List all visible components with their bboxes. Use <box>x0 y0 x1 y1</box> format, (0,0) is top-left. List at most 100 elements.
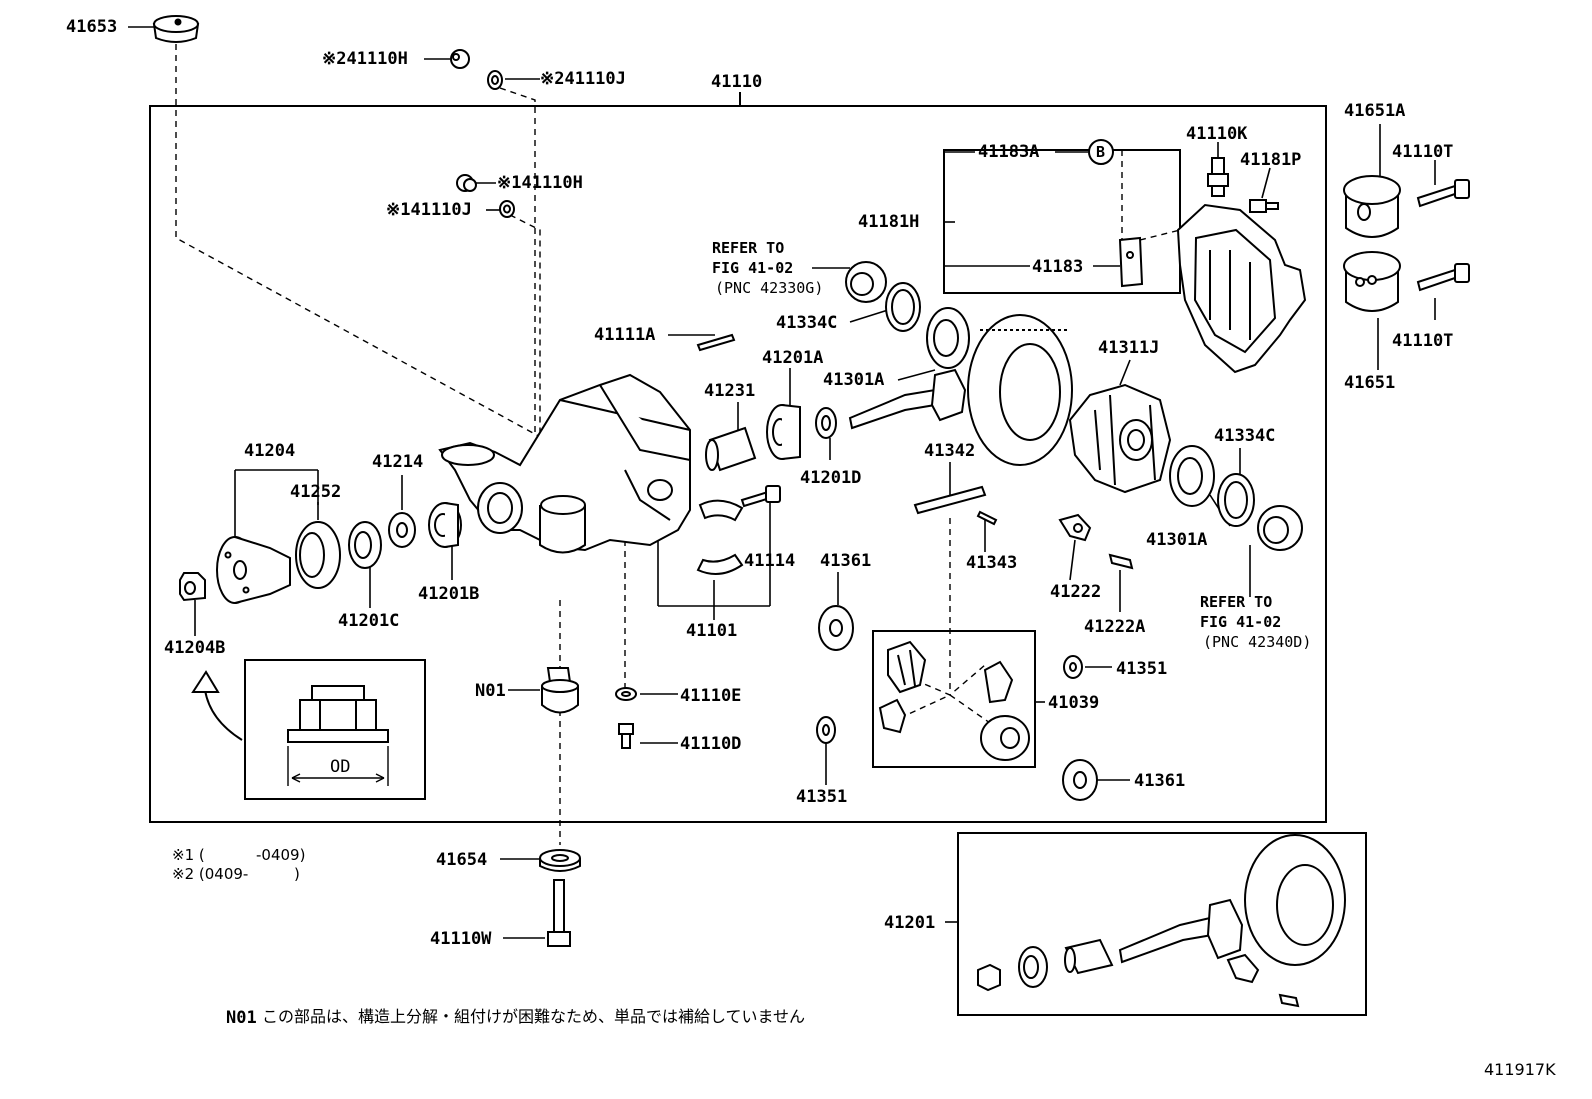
label-41114: 41114 <box>744 551 796 571</box>
differential-case-41311j-icon <box>1068 383 1172 494</box>
bolt-41110w-icon <box>547 879 571 947</box>
differential-carrier-icon <box>438 373 691 554</box>
bearing-41201a-icon <box>766 404 801 460</box>
sensor-41222-icon <box>1058 513 1092 542</box>
label-41181p: 41181P <box>1240 150 1302 170</box>
label-41110t-lower: 41110T <box>1392 331 1454 351</box>
legend-line-2-mark: ※2 (0409- <box>172 865 249 883</box>
gasket-141110j-icon <box>499 200 515 218</box>
label-41214: 41214 <box>372 452 424 472</box>
note-text: この部品は、構造上分解・組付けが困難なため、単品では補給していません <box>262 1007 806 1026</box>
cover-41651a-icon <box>1343 175 1401 238</box>
nut-detail-frame <box>244 659 426 800</box>
legend-line-1-mark: ※1 ( <box>172 846 205 864</box>
label-41334c-upper: 41334C <box>776 313 838 333</box>
label-41301a-lower: 41301A <box>1146 530 1208 550</box>
label-41361-upper: 41361 <box>820 551 872 571</box>
label-41181h: 41181H <box>858 212 920 232</box>
label-41654: 41654 <box>436 850 488 870</box>
callout-b-circle <box>1088 139 1114 165</box>
pin-41343-icon <box>976 510 998 526</box>
label-41342: 41342 <box>924 441 976 461</box>
washer-41361-right-icon <box>1062 759 1098 801</box>
pinion-shaft-41342-icon <box>913 485 987 515</box>
drive-pinion-icon <box>848 368 967 430</box>
part-41653-cap-icon <box>152 15 200 43</box>
label-41201c: 41201C <box>338 611 400 631</box>
plug-41110d-icon <box>618 723 634 749</box>
label-241110j: ※241110J <box>540 69 626 89</box>
label-41201b: 41201B <box>418 584 480 604</box>
label-41183: 41183 <box>1032 257 1084 277</box>
label-41361-lower: 41361 <box>1134 771 1186 791</box>
gasket-241110j-icon <box>487 70 503 90</box>
label-41653: 41653 <box>66 17 118 37</box>
washer-41351-left-icon <box>816 716 836 744</box>
label-241110h: ※241110H <box>322 49 408 69</box>
nut-detail-drawing-icon <box>287 685 389 743</box>
label-41039: 41039 <box>1048 693 1100 713</box>
pinion-set-41201-drawing-icon <box>977 834 1346 1008</box>
spacer-41214-icon <box>388 512 416 548</box>
pin-41111a-icon <box>696 333 736 352</box>
bearing-41301a-lower-icon <box>1169 445 1215 507</box>
legend-line-1-value: -0409) <box>256 846 306 864</box>
pinion-gear-right-icon <box>983 660 1014 704</box>
bolt-41114-icon <box>740 485 781 508</box>
label-41222a: 41222A <box>1084 617 1146 637</box>
note-code: N01 <box>226 1008 257 1028</box>
label-41301a-upper: 41301A <box>823 370 885 390</box>
bracket-41183-icon <box>1118 236 1144 288</box>
label-41201d: 41201D <box>800 468 862 488</box>
label-41351-left: 41351 <box>796 787 848 807</box>
label-41311j: 41311J <box>1098 338 1160 358</box>
washer-41201d-icon <box>815 407 837 439</box>
label-41110e: 41110E <box>680 686 742 706</box>
rear-cover-housing-icon <box>1176 203 1307 374</box>
cover-41651-icon <box>1343 251 1401 312</box>
label-41201a: 41201A <box>762 348 824 368</box>
label-n01: N01 <box>475 681 506 701</box>
label-41101: 41101 <box>686 621 738 641</box>
label-141110j: ※141110J <box>386 200 472 220</box>
callout-b-letter: B <box>1096 143 1106 161</box>
label-41110d: 41110D <box>680 734 742 754</box>
seal-41334c-upper-icon <box>885 282 921 332</box>
label-41231: 41231 <box>704 381 756 401</box>
label-41252: 41252 <box>290 482 342 502</box>
breather-41110k-icon <box>1207 157 1229 197</box>
bolt-41181p-icon <box>1249 199 1279 213</box>
nut-41204b-icon <box>179 572 206 602</box>
label-41351-right: 41351 <box>1116 659 1168 679</box>
label-41651: 41651 <box>1344 373 1396 393</box>
bearing-41301a-upper-icon <box>926 307 970 369</box>
cushion-41654-icon <box>539 849 581 872</box>
label-41651a: 41651A <box>1344 101 1406 121</box>
bearing-cap-41101-icon <box>696 499 744 575</box>
figure-code: 411917K <box>1484 1060 1556 1079</box>
bolt-41222a-icon <box>1108 553 1134 570</box>
gear-set-frame <box>872 630 1036 768</box>
label-141110h: ※141110H <box>497 173 583 193</box>
flange-41204-icon <box>216 536 291 604</box>
side-gear-upper-icon <box>887 640 927 694</box>
label-41343: 41343 <box>966 553 1018 573</box>
mount-n01-icon <box>541 667 579 714</box>
side-gear-lower-icon <box>980 715 1030 761</box>
detail-pointer-arrow <box>204 689 243 741</box>
label-41110k: 41110K <box>1186 124 1248 144</box>
label-od: OD <box>330 757 351 777</box>
label-41110w: 41110W <box>430 929 492 949</box>
plug-241110h-icon <box>450 49 470 69</box>
plug-141110h-icon <box>456 174 477 192</box>
seal-41252-icon <box>295 521 341 589</box>
label-41334c-lower: 41334C <box>1214 426 1276 446</box>
bearing-41201c-icon <box>348 521 382 569</box>
label-41222: 41222 <box>1050 582 1102 602</box>
bearing-refer-42340d-icon <box>1257 505 1303 551</box>
refer-top-line-3: (PNC 42330G) <box>715 279 824 297</box>
refer-bottom-line-2: FIG 41-02 <box>1200 613 1282 631</box>
ring-gear-icon <box>967 314 1073 466</box>
label-41110-main: 41110 <box>711 72 763 92</box>
